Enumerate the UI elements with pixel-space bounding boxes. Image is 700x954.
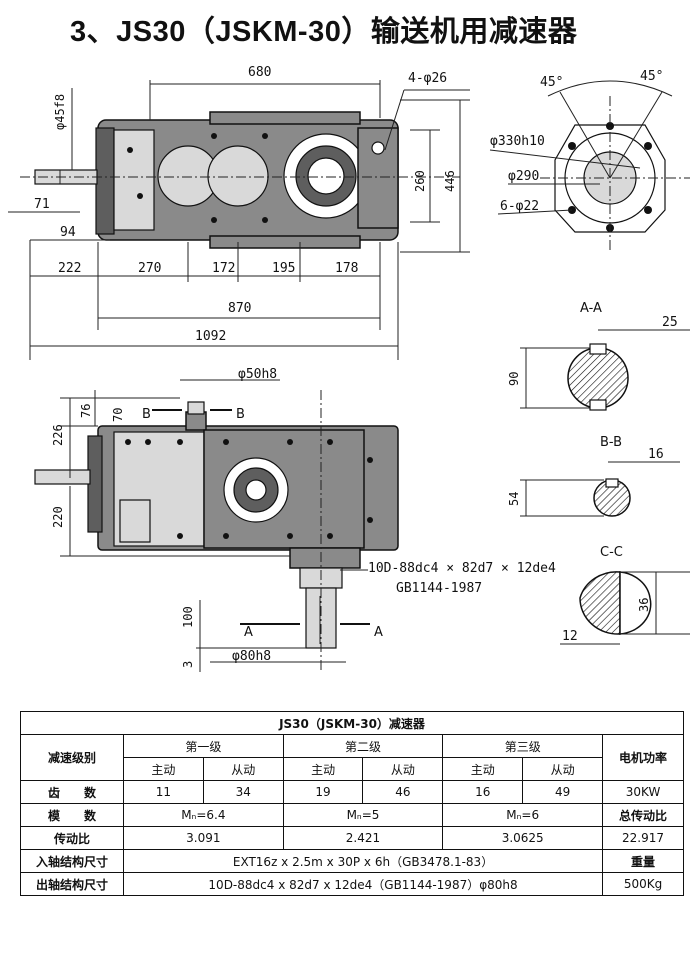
section-a-a: A-A 25 90	[507, 301, 690, 411]
top-view: 680 4-φ26 φ45f8 71 94 260 446 222 270 17…	[8, 65, 470, 360]
row-label-stage: 减速级别	[20, 734, 124, 781]
output-value: 10D-88dc4 x 82d7 x 12de4（GB1144-1987）φ80…	[122, 872, 604, 896]
dim-71: 71	[34, 197, 50, 212]
dim-phi50h8: φ50h8	[238, 367, 277, 382]
driving: 主动	[442, 757, 524, 781]
section-a-a-label: A-A	[580, 301, 602, 316]
dim-12: 12	[562, 629, 578, 644]
dim-1092: 1092	[195, 329, 226, 344]
ratio-label: 传动比	[20, 826, 124, 850]
flange-view: 45° 45° φ330h10 φ290 6-φ22	[489, 69, 690, 250]
spline-standard: GB1144-1987	[396, 581, 482, 596]
teeth-6: 49	[522, 780, 604, 804]
driving: 主动	[282, 757, 364, 781]
total-ratio-label: 总传动比	[602, 803, 684, 827]
mark-b-right: B	[236, 407, 245, 422]
dim-6-phi22: 6-φ22	[500, 199, 539, 214]
weight-label: 重量	[602, 849, 684, 873]
dim-70: 70	[111, 408, 125, 422]
ratio-2: 2.421	[282, 826, 444, 850]
module-2: Mₙ=5	[282, 803, 444, 827]
driven: 从动	[522, 757, 604, 781]
dim-178: 178	[335, 261, 358, 276]
table-row: 传动比 3.091 2.421 3.0625 22.917	[20, 826, 684, 850]
table-row: 齿 数 11 34 19 46 16 49 30KW	[20, 780, 684, 804]
mark-b-left: B	[142, 407, 151, 422]
module-1: Mₙ=6.4	[123, 803, 284, 827]
ratio-1: 3.091	[123, 826, 284, 850]
dim-3: 3	[181, 661, 195, 668]
dim-680: 680	[248, 65, 271, 80]
output-label: 出轴结构尺寸	[20, 872, 124, 896]
mark-a-left: A	[244, 625, 253, 640]
angle-45-right: 45°	[640, 69, 663, 84]
dim-222: 222	[58, 261, 81, 276]
table-row: 出轴结构尺寸 10D-88dc4 x 82d7 x 12de4（GB1144-1…	[20, 872, 684, 896]
technical-drawing: 680 4-φ26 φ45f8 71 94 260 446 222 270 17…	[8, 65, 690, 672]
page-title: 3、JS30（JSKM-30）输送机用减速器	[70, 16, 578, 48]
teeth-1: 11	[123, 780, 204, 804]
stage-2: 第二级	[282, 734, 444, 758]
table-row: 主动 从动 主动 从动 主动 从动	[21, 757, 684, 781]
motor-power: 30KW	[602, 780, 684, 804]
table-caption: JS30（JSKM-30）减速器	[20, 711, 684, 735]
dim-195: 195	[272, 261, 295, 276]
dim-260: 260	[413, 170, 427, 192]
front-view: φ50h8 76 70 B B 226 220 100 3 A A φ80h8 …	[34, 367, 556, 672]
module-3: Mₙ=6	[442, 803, 604, 827]
table-row: 减速级别 第一级 第二级 第三级 电机功率	[20, 734, 684, 781]
teeth-2: 34	[202, 780, 284, 804]
dim-25: 25	[662, 315, 678, 330]
motor-power-label: 电机功率	[602, 734, 684, 781]
table-row: 模 数 Mₙ=6.4 Mₙ=5 Mₙ=6 总传动比	[20, 803, 684, 827]
driving: 主动	[123, 757, 204, 781]
dim-54: 54	[507, 492, 521, 506]
dim-76: 76	[79, 404, 93, 418]
table-caption-row: JS30（JSKM-30）减速器	[20, 711, 684, 735]
dim-270: 270	[138, 261, 161, 276]
spec-table: JS30（JSKM-30）减速器 减速级别 第一级 第二级 第三级 电机功率 主…	[20, 711, 684, 896]
driven: 从动	[362, 757, 444, 781]
weight: 500Kg	[602, 872, 684, 896]
dim-220: 220	[51, 506, 65, 528]
dim-446: 446	[443, 170, 457, 192]
angle-45-left: 45°	[540, 75, 563, 90]
total-ratio: 22.917	[602, 826, 684, 850]
stage-3: 第三级	[442, 734, 604, 758]
mark-a-right: A	[374, 625, 383, 640]
dim-phi290: φ290	[508, 169, 539, 184]
dim-90: 90	[507, 372, 521, 386]
dim-172: 172	[212, 261, 235, 276]
dim-226: 226	[51, 424, 65, 446]
spline-spec: 10D-88dc4 × 82d7 × 12de4	[368, 561, 556, 576]
table-row: 入轴结构尺寸 EXT16z x 2.5m x 30P x 6h（GB3478.1…	[20, 849, 684, 873]
dim-36: 36	[637, 598, 651, 612]
input-value: EXT16z x 2.5m x 30P x 6h（GB3478.1-83）	[122, 849, 604, 873]
input-label: 入轴结构尺寸	[20, 849, 124, 873]
module-label: 模 数	[20, 803, 124, 827]
dim-16: 16	[648, 447, 664, 462]
section-b-b: B-B 16 54	[507, 435, 680, 517]
driven: 从动	[202, 757, 284, 781]
section-c-c: C-C 36 12	[560, 545, 690, 645]
dim-100: 100	[181, 606, 195, 628]
dim-4-phi26: 4-φ26	[408, 71, 447, 86]
section-b-b-label: B-B	[600, 435, 622, 450]
dim-phi45f8: φ45f8	[53, 94, 67, 130]
ratio-3: 3.0625	[442, 826, 604, 850]
teeth-3: 19	[282, 780, 364, 804]
dim-870: 870	[228, 301, 251, 316]
dim-phi80h8: φ80h8	[232, 649, 271, 664]
dim-phi330h10: φ330h10	[490, 134, 545, 149]
stage-1: 第一级	[123, 734, 284, 758]
teeth-5: 16	[442, 780, 524, 804]
teeth-label: 齿 数	[20, 780, 124, 804]
section-c-c-label: C-C	[600, 545, 623, 560]
teeth-4: 46	[362, 780, 444, 804]
dim-94: 94	[60, 225, 76, 240]
